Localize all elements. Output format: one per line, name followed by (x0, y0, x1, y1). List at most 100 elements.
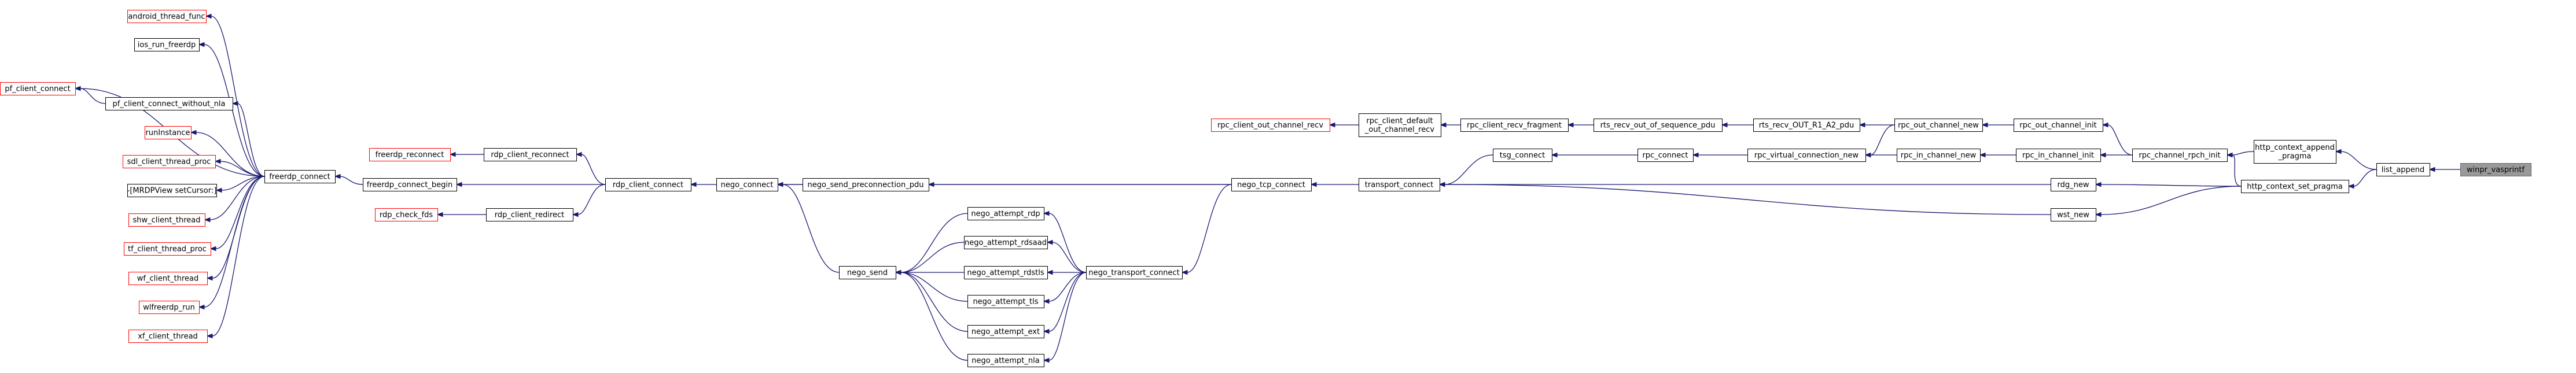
node-box (967, 295, 1044, 308)
node-sdl-client-thread-proc[interactable]: sdl_client_thread_proc (123, 155, 216, 168)
node-wlfreerdp-run[interactable]: wlfreerdp_run (139, 301, 200, 314)
edge (196, 132, 265, 177)
node-nego-send[interactable]: nego_send (839, 266, 896, 279)
node-rpc-out-channel-init[interactable]: rpc_out_channel_init (2014, 119, 2103, 132)
node-box (2014, 119, 2103, 132)
node-rpc-virtual-connection-new[interactable]: rpc_virtual_connection_new (1747, 149, 1866, 162)
node-rts-recv-out-of-sequence-pdu[interactable]: rts_recv_out_of_sequence_pdu (1594, 119, 1723, 132)
node-rpc-channel-rpch-init[interactable]: rpc_channel_rpch_init (2132, 149, 2228, 162)
node-nego-attempt-nla[interactable]: nego_attempt_nla (967, 354, 1044, 367)
node-rts-recv-out-r1-a2-pdu[interactable]: rts_recv_OUT_R1_A2_pdu (1753, 119, 1860, 132)
node-label: android_thread_func (128, 13, 205, 21)
edge-arrowhead (334, 173, 341, 179)
node-wst-new[interactable]: wst_new (2051, 208, 2096, 221)
edge (237, 103, 265, 177)
node-label: freerdp_connect_begin (367, 181, 452, 190)
node-nego-connect[interactable]: nego_connect (716, 178, 778, 191)
edge (900, 272, 968, 302)
edge (900, 272, 968, 332)
edge-arrowhead (198, 304, 205, 310)
node-rdp-check-fds[interactable]: rdp_check_fds (375, 208, 438, 221)
node-winpr-vasprintf[interactable]: winpr_vasprintf (2460, 163, 2531, 176)
node-tsg-connect[interactable]: tsg_connect (1493, 149, 1552, 162)
edge-arrowhead (1046, 269, 1053, 275)
node-box (134, 38, 200, 51)
node-label: list_append (2382, 166, 2425, 175)
node-rdg-new[interactable]: rdg_new (2051, 178, 2096, 191)
edge (1052, 242, 1087, 273)
edge-arrowhead (205, 13, 212, 19)
node-http-context-set-pragma[interactable]: http_context_set_pragma (2241, 180, 2349, 193)
node-nego-attempt-rdstls[interactable]: nego_attempt_rdstls (964, 266, 1048, 279)
node-label: rpc_virtual_connection_new (1754, 152, 1859, 160)
node-label: sdl_client_thread_proc (127, 158, 211, 167)
node-box (1637, 149, 1694, 162)
node-rdp-client-reconnect[interactable]: rdp_client_reconnect (484, 148, 577, 161)
edge-arrowhead (206, 275, 213, 281)
edge (204, 176, 265, 308)
node-nego-attempt-ext[interactable]: nego_attempt_ext (967, 325, 1044, 338)
edge-arrowhead (572, 212, 579, 217)
node-nego-tcp-connect[interactable]: nego_tcp_connect (1231, 178, 1312, 191)
node-box (1359, 178, 1440, 191)
node-nego-attempt-rdp[interactable]: nego_attempt_rdp (967, 207, 1044, 220)
node-nego-send-preconnection-pdu[interactable]: nego_send_preconnection_pdu (803, 178, 929, 191)
node-label: rpc_in_channel_new (1901, 152, 1977, 160)
edge-arrowhead (1979, 152, 1986, 158)
node-rpc-in-channel-new[interactable]: rpc_in_channel_new (1897, 149, 1981, 162)
node-pf-client-connect-without-nla[interactable]: pf_client_connect_without_nla (105, 97, 233, 110)
node-box (2460, 163, 2531, 176)
node-http-context-append-pragma[interactable]: http_context_append_pragma (2254, 140, 2336, 164)
node-rpc-client-default-out-channel-recv[interactable]: rpc_client_default_out_channel_recv (1359, 113, 1441, 137)
node-rpc-out-channel-new[interactable]: rpc_out_channel_new (1894, 119, 1983, 132)
edge-arrowhead (690, 182, 697, 187)
node-rpc-connect[interactable]: rpc_connect (1637, 149, 1694, 162)
edge-arrowhead (190, 130, 197, 135)
node-label: http_context_set_pragma (2247, 183, 2343, 191)
edge-arrowhead (2099, 152, 2106, 158)
node-wf-client-thread[interactable]: wf_client_thread (128, 272, 208, 285)
node-freerdp-connect-begin[interactable]: freerdp_connect_begin (363, 178, 457, 191)
node-label: tf_client_thread_proc (128, 245, 207, 254)
node-label: rpc_channel_rpch_init (2139, 152, 2220, 160)
node-box (128, 272, 208, 285)
node-box (964, 236, 1048, 249)
node-rdp-client-connect[interactable]: rdp_client_connect (605, 178, 691, 191)
edge-arrowhead (1859, 122, 1865, 128)
node-tf-client-thread-proc[interactable]: tf_client_thread_proc (124, 242, 211, 256)
node-label: runInstance (145, 129, 190, 138)
node-shw-client-thread[interactable]: shw_client_thread (128, 213, 205, 227)
node-rdp-client-redirect[interactable]: rdp_client_redirect (486, 208, 573, 221)
node-mrdpview-setcursor[interactable]: -[MRDPView setCursor:] (127, 184, 217, 197)
node-box (2254, 140, 2336, 164)
edge-arrowhead (1981, 122, 1988, 128)
node-label: wlfreerdp_run (143, 304, 195, 312)
node-xf-client-thread[interactable]: xf_client_thread (128, 330, 208, 343)
node-label: rts_recv_OUT_R1_A2_pdu (1759, 121, 1854, 130)
edge-arrowhead (1310, 182, 1317, 187)
node-rpc-in-channel-init[interactable]: rpc_in_channel_init (2016, 149, 2101, 162)
node-nego-transport-connect[interactable]: nego_transport_connect (1086, 266, 1183, 279)
node-nego-attempt-tls[interactable]: nego_attempt_tls (967, 295, 1044, 308)
node-pf-client-connect[interactable]: pf_client_connect (0, 82, 76, 95)
node-ios-run-freerdp[interactable]: ios_run_freerdp (134, 38, 200, 51)
node-box (803, 178, 929, 191)
node-freerdp-reconnect[interactable]: freerdp_reconnect (369, 148, 451, 161)
node-box (1359, 113, 1441, 137)
node-nego-attempt-rdsaad[interactable]: nego_attempt_rdsaad (964, 236, 1048, 249)
node-list-append[interactable]: list_append (2376, 163, 2430, 176)
node-rpc-client-recv-fragment[interactable]: rpc_client_recv_fragment (1460, 119, 1569, 132)
edge-arrowhead (1721, 122, 1728, 128)
node-box (967, 207, 1044, 220)
node-runinstance[interactable]: runInstance (145, 126, 192, 139)
node-box (139, 301, 200, 314)
edge (900, 242, 965, 273)
node-box (716, 178, 778, 191)
node-freerdp-connect[interactable]: freerdp_connect (264, 170, 336, 183)
edge-arrowhead (1551, 152, 1558, 158)
node-label: shw_client_thread (133, 216, 201, 225)
node-android-thread-func[interactable]: android_thread_func (127, 10, 207, 23)
node-label: _pragma (2278, 152, 2312, 161)
node-transport-connect[interactable]: transport_connect (1359, 178, 1440, 191)
node-rpc-client-out-channel-recv[interactable]: rpc_client_out_channel_recv (1211, 119, 1330, 132)
